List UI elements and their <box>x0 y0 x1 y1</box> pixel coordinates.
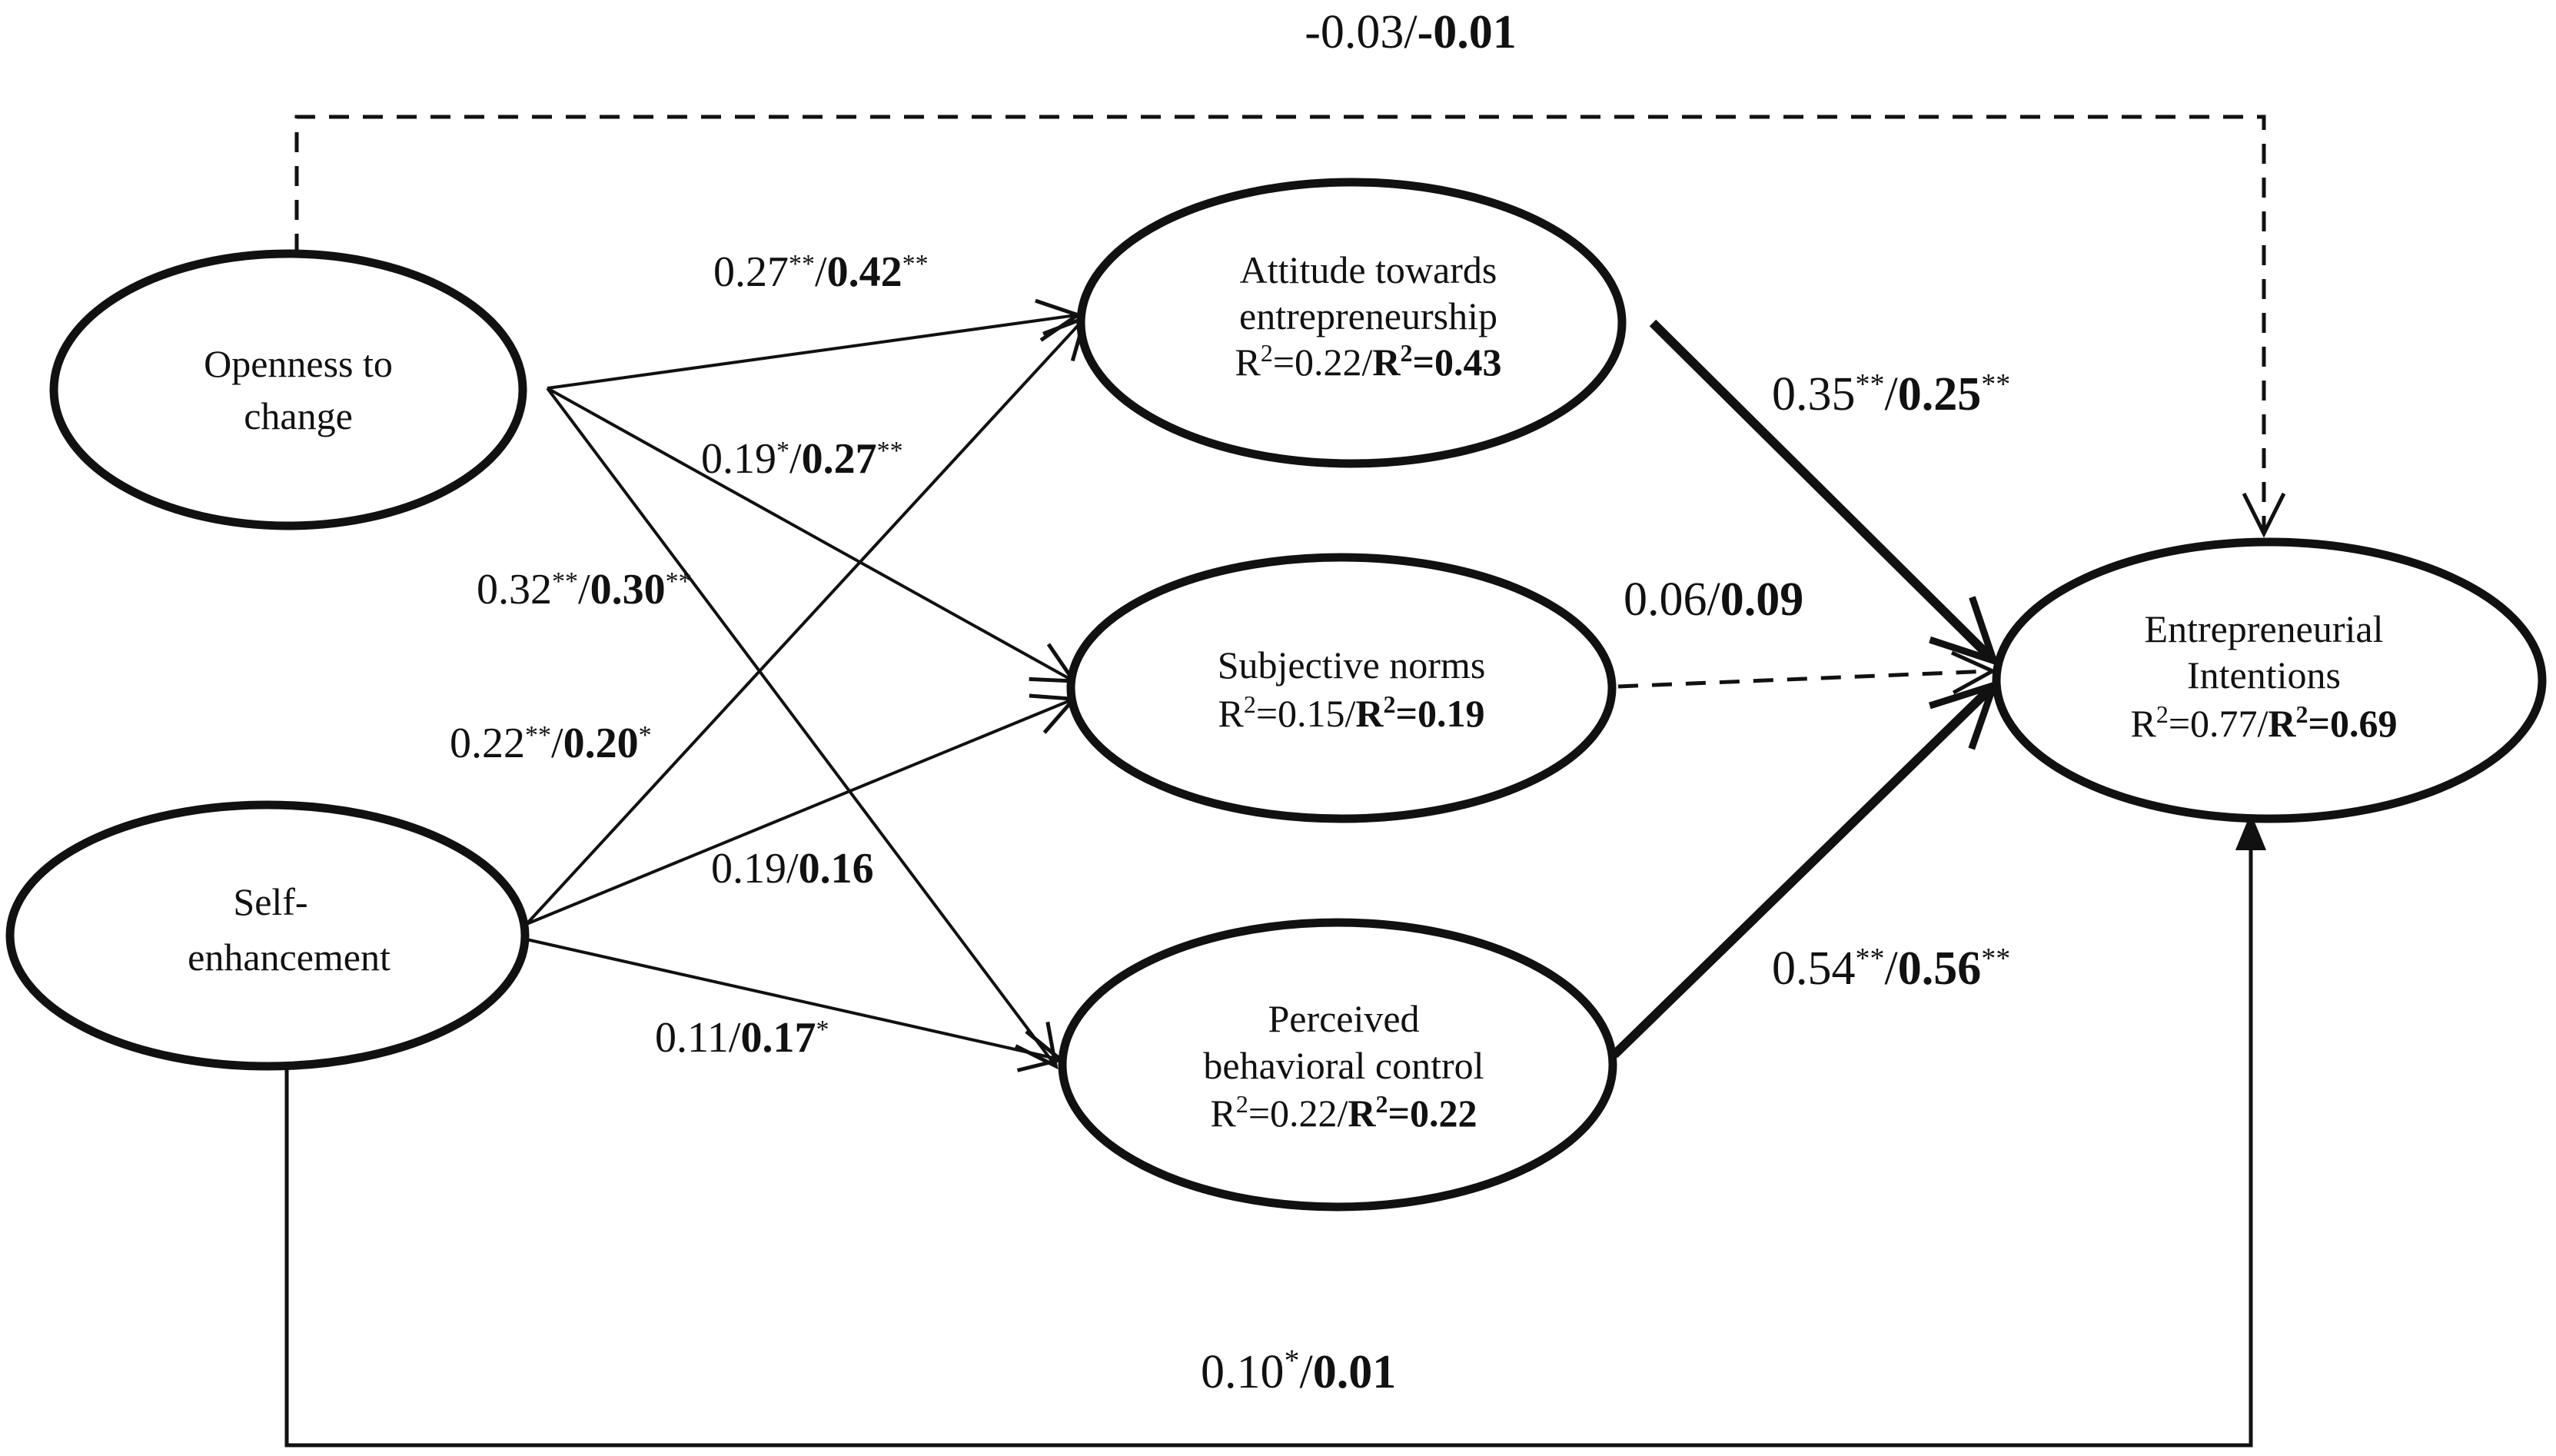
label-pbc-to-intentions: 0.54**/0.56** <box>1772 942 2010 995</box>
node-subjective-norms: Subjective norms R2=0.15/R2=0.19 <box>1066 553 1617 823</box>
node-norms-line-1: Subjective norms <box>1218 643 1486 686</box>
edge-openness-to-norms <box>547 387 1078 683</box>
node-attitude-r2: R2=0.22/R2=0.43 <box>1235 339 1501 384</box>
label-self-to-norms: 0.19/0.16 <box>711 845 874 893</box>
label-openness-to-attitude: 0.27**/0.42** <box>713 248 929 296</box>
node-pbc-line-2: behavioral control <box>1203 1044 1484 1087</box>
node-attitude-line-1: Attitude towards <box>1240 248 1497 291</box>
edge-openness-to-pbc <box>546 387 1059 1070</box>
label-self-to-attitude: 0.22**/0.20* <box>450 720 652 767</box>
node-self-line-1: Self- <box>233 880 307 923</box>
node-pbc-r2: R2=0.22/R2=0.22 <box>1210 1090 1477 1135</box>
node-pbc-line-1: Perceived <box>1268 997 1419 1040</box>
label-openness-to-norms: 0.19*/0.27** <box>701 435 903 483</box>
node-intentions: Entrepreneurial Intentions R2=0.77/R2=0.… <box>1992 537 2547 823</box>
node-openness-line-1: Openness to <box>204 342 393 385</box>
edge-norms-to-intentions <box>1617 650 1997 695</box>
label-self-to-pbc: 0.11/0.17* <box>655 1014 829 1062</box>
edge-self-to-attitude <box>525 314 1089 926</box>
node-intentions-line-1: Entrepreneurial <box>2145 607 2384 650</box>
node-self-line-2: enhancement <box>188 936 391 979</box>
node-attitude-line-2: entrepreneurship <box>1239 294 1497 337</box>
node-norms-r2: R2=0.15/R2=0.19 <box>1218 690 1484 735</box>
node-openness-line-2: change <box>244 394 353 437</box>
node-intentions-line-2: Intentions <box>2187 653 2341 696</box>
label-self-to-intentions: 0.10*/0.01 <box>1201 1343 1396 1399</box>
edge-openness-to-attitude <box>547 298 1082 390</box>
node-intentions-r2: R2=0.77/R2=0.69 <box>2130 700 2397 745</box>
node-attitude: Attitude towards entrepreneurship R2=0.2… <box>1076 178 1627 468</box>
label-norms-to-intentions: 0.06/0.09 <box>1624 573 1803 626</box>
edge-self-to-pbc <box>526 938 1065 1072</box>
node-self-enhancement: Self- enhancement <box>5 800 530 1071</box>
edge-self-to-norms <box>526 693 1079 926</box>
label-openness-to-pbc: 0.32**/0.30** <box>477 566 692 613</box>
edge-self-to-intentions <box>284 816 2251 1448</box>
label-openness-to-intentions: -0.03/-0.01 <box>1305 6 1517 58</box>
edge-attitude-to-intentions <box>1649 319 1993 660</box>
label-attitude-to-intentions: 0.35**/0.25** <box>1772 368 2010 421</box>
node-pbc: Perceived behavioral control R2=0.22/R2=… <box>1058 918 1617 1212</box>
node-openness: Openness to change <box>49 249 527 530</box>
edge-pbc-to-intentions <box>1610 686 1993 1059</box>
edge-openness-to-intentions <box>294 115 2286 538</box>
